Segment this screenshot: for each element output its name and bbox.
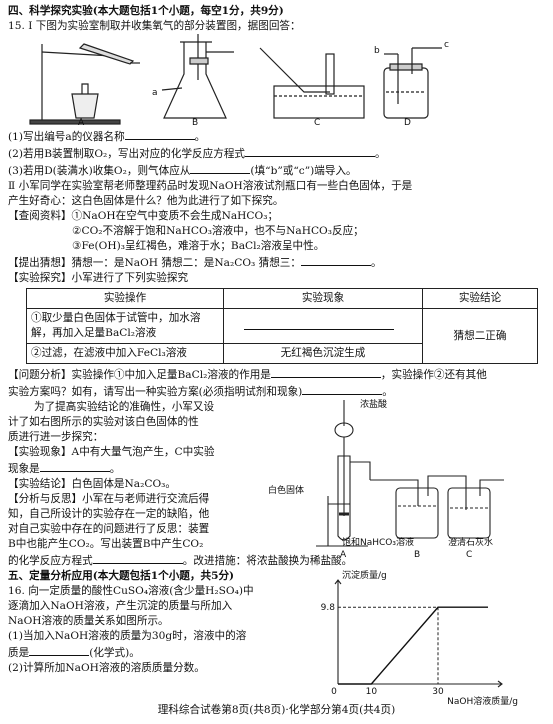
reflect-3: 对自己实验中存在的问题进行了反思：装置 [8,523,210,535]
reflect-1: 【分析与反思】小军在与老师进行交流后得 [8,493,210,505]
info-1: 【查阅资料】①NaOH在空气中变质不会生成NaHCO₃； [8,210,279,222]
fig-label-a: a [152,88,158,98]
table-cell-blank [223,308,423,344]
explore: 【实验探究】小军进行了下列实验探究 [8,272,189,284]
guess: 【提出猜想】猜想一：是NaOH 猜想二：是Na₂CO₃ 猜想三：。 [8,254,545,271]
improve-2: 计了如右图所示的实验对该白色固体的性 [8,416,199,428]
table-header: 实验操作 [26,288,224,309]
gas-apparatus-drawing [316,400,504,547]
table-header: 实验结论 [422,288,538,309]
experiment-table: 实验操作 实验现象 实验结论 ①取少量白色固体于试管中，加水溶解，再加入足量Ba… [26,288,538,364]
apparatus-drawing [29,34,442,125]
sub1: (1)写出编号a的仪器名称。 [8,128,545,145]
label-conc-hcl: 浓盐酸 [360,400,388,410]
q15-part3: 为了提高实验结论的准确性，小军又设 计了如右图所示的实验对该白色固体的性 质进行… [8,400,545,560]
section4-heading: 四、科学探究实验(本大题包括1个小题，每空1分，共9分) [8,5,284,17]
fig-label-C: C [314,118,321,128]
q16-l6: (2)计算所加NaOH溶液的溶质质量分数。 [8,662,205,674]
fig-label-b: b [374,46,380,56]
x-tick-label: 0 [331,687,337,697]
info-3: ③Fe(OH)₃呈红褐色，难溶于水；BaCl₂溶液呈中性。 [72,240,325,252]
table-row: ①取少量白色固体于试管中，加水溶解，再加入足量BaCl₂溶液 猜想二正确 [26,308,538,364]
fig-label-A: A [78,118,85,128]
q16-l3: NaOH溶液的质量关系如图所示。 [8,615,169,627]
label-C: C [466,550,473,560]
label-nahco3: 饱和NaHCO₃溶液 [342,538,414,548]
y-axis-arrow [334,579,342,585]
sub2: (2)若用B装置制取O₂，写出对应的化学反应方程式。 [8,145,545,162]
section5-heading: 五、定量分析应用(本大题包括1个小题，共5分) [8,570,235,582]
gas-apparatus-figure: 浓盐酸 白色固体 饱和NaHCO₃溶液 澄清石灰水 A B C [268,396,538,560]
y-axis-label: 沉淀质量/g [342,569,387,581]
reflect-5: 的化学反应方程式。改进措施：将浓盐酸换为稀盐酸。 [8,552,545,569]
table-row: ②过滤，在滤液中加入FeCl₃溶液 无红褐色沉淀生成 [26,343,538,364]
part2-line1: Ⅱ 小军同学在实验室帮老师整理药品时发现NaOH溶液试剂瓶口有一些白色固体，于是 [8,180,413,192]
analysis-2: 实验方案吗？如有，请写出一种实验方案(必须指明试剂和现象)。 [8,383,545,400]
label-limewater: 澄清石灰水 [448,538,494,548]
q16-l4: (1)当加入NaOH溶液的质量为30g时，溶液中的溶 [8,630,247,642]
fig-label-B: B [192,118,199,128]
x-tick-label: 10 [366,687,378,697]
reflect-4: B中也能产生CO₂。写出装置B中产生CO₂ [8,538,204,550]
fig-label-D: D [404,118,411,128]
phen-1: 【实验现象】A中有大量气泡产生，C中实验 [8,446,215,458]
label-B: B [414,550,421,560]
table-conclusion: 猜想二正确 [422,308,538,364]
table-cell: 无红褐色沉淀生成 [223,343,423,364]
q16-l2: 逐滴加入NaOH溶液，产生沉淀的质量与所加入 [8,600,233,612]
table-cell: ①取少量白色固体于试管中，加水溶解，再加入足量BaCl₂溶液 [26,308,224,344]
q16-l5: 质是(化学式)。 [8,644,293,661]
phen-2: 现象是。 [8,460,293,477]
sub3: (3)若用D(装满水)收集O₂，则气体应从(填“b”或“c”)端导入。 [8,162,545,179]
x-axis-arrow [497,680,503,688]
apparatus-figure: a A B C D b c [12,34,545,128]
improve-1: 为了提高实验结论的准确性，小军又设 [34,401,215,413]
x-tick-label: 30 [432,687,444,697]
conclusion: 【实验结论】白色固体是Na₂CO₃。 [8,478,176,490]
series-line [338,606,488,685]
label-A: A [340,550,347,560]
fig-label-c: c [444,40,449,50]
q16-l1: 16. 向一定质量的酸性CuSO₄溶液(含少量H₂SO₄)中 [8,585,254,597]
analysis-1: 【问题分析】实验操作①中加入足量BaCl₂溶液的作用是，实验操作②还有其他 [8,366,545,383]
table-header-row: 实验操作 实验现象 实验结论 [26,288,538,309]
page-footer: 理科综合试卷第8页(共8页)·化学部分第4页(共4页) [157,704,396,716]
label-white-solid: 白色固体 [268,486,305,496]
q16: 16. 向一定质量的酸性CuSO₄溶液(含少量H₂SO₄)中 逐滴加入NaOH溶… [8,569,545,707]
y-tick-label: 9.8 [321,603,336,613]
q15-intro: 15. Ⅰ 下图为实验室制取并收集氧气的部分装置图，据图回答： [8,20,301,32]
table-header: 实验现象 [223,288,423,309]
reflect-2: 知，自己所设计的实验存在一定的缺陷，他 [8,508,210,520]
table-cell: ②过滤，在滤液中加入FeCl₃溶液 [26,343,224,364]
x-axis-label: NaOH溶液质量/g [447,695,518,706]
improve-3: 质进行进一步探究： [8,431,104,443]
part2-line2: 产生好奇心：这白色固体是什么？他为此进行了如下探究。 [8,195,284,207]
info-2: ②CO₂不溶解于饱和NaHCO₃溶液中，也不与NaHCO₃反应； [72,225,364,237]
